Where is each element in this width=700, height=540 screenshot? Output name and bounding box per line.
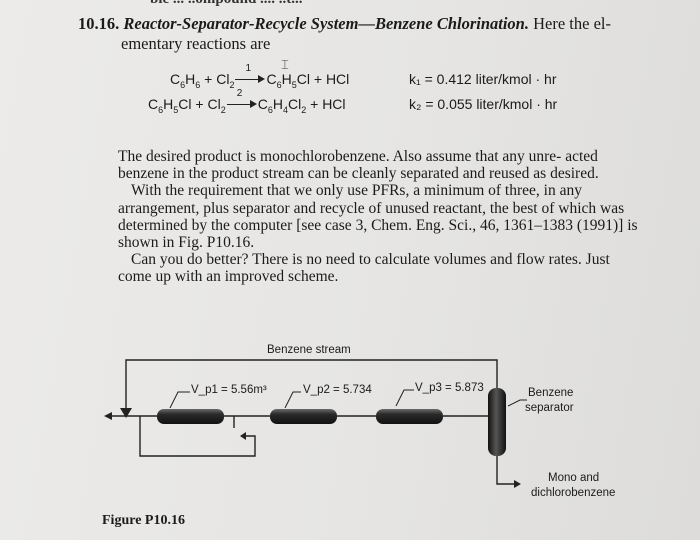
pfr-2 (270, 409, 337, 424)
problem-title: Reactor-Separator-Recycle System—Benzene… (123, 14, 529, 33)
product-label: Mono and (548, 472, 600, 484)
paragraph: With the requirement that we only use PF… (118, 182, 638, 252)
reactor-volume-label: V_p2 = 5.734 (303, 384, 372, 396)
intro-text: Here the el- (529, 14, 611, 33)
problem-body: The desired product is monochlorobenzene… (118, 148, 638, 286)
rate-constant: k₂ = 0.055 liter/kmol · hr (409, 96, 558, 112)
benzene-separator-column (488, 388, 506, 456)
figure-caption: Figure P10.16 (102, 513, 185, 528)
reaction-arrow-icon: 2 (226, 88, 257, 110)
separator-label: Benzene (528, 387, 574, 399)
paragraph: The desired product is monochlorobenzene… (118, 148, 599, 183)
intro-text-line2: ementary reactions are (121, 34, 271, 53)
flow-diagram-svg (104, 359, 527, 488)
cut-off-heading: ble ... ..ompound .... ..t... (150, 0, 303, 8)
problem-header: 10.16. Reactor-Separator-Recycle System—… (78, 14, 638, 54)
text-cursor-icon: ⌶ (281, 57, 289, 72)
reaction-arrow-icon: 1 (235, 63, 266, 85)
pfr-3 (376, 409, 443, 424)
separator-label: separator (525, 402, 574, 414)
recycle-stream-label: Benzene stream (267, 344, 351, 356)
problem-number: 10.16. (78, 14, 120, 33)
paragraph: Can you do better? There is no need to c… (118, 251, 610, 286)
rate-constant: k₁ = 0.412 liter/kmol · hr (409, 71, 557, 87)
reactor-volume-label: V_p1 = 5.56m³ (191, 384, 267, 396)
benzene-recycle-line (125, 359, 498, 416)
reactor-volume-label: V_p3 = 5.873 (415, 382, 484, 394)
product-line (496, 454, 516, 485)
product-label: dichlorobenzene (531, 487, 616, 499)
pfr-1 (157, 409, 224, 424)
